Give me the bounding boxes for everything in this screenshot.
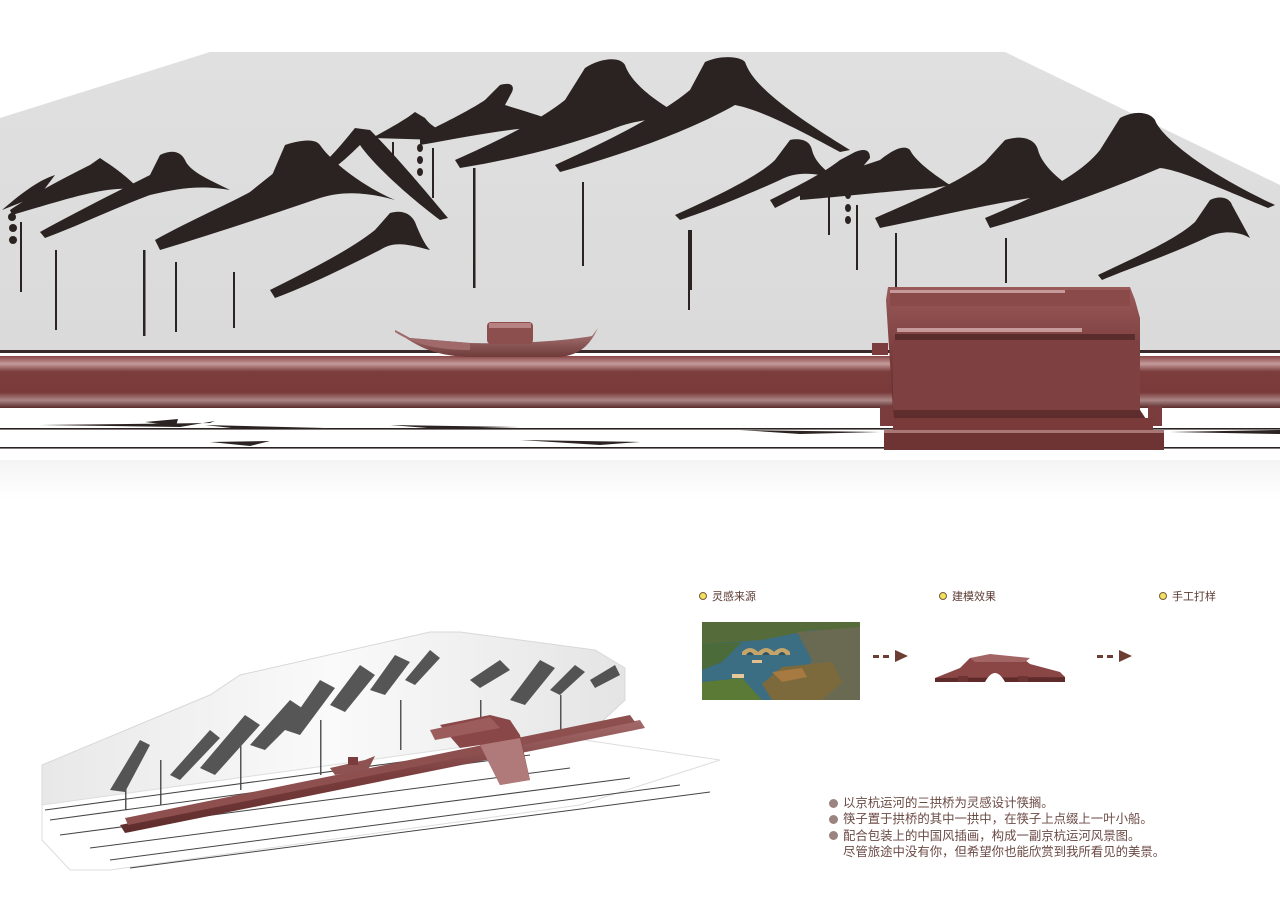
description-line: 以京杭运河的三拱桥为灵感设计筷搁。 [829, 795, 1249, 811]
step-dot-icon [699, 592, 707, 600]
step-label-text: 手工打样 [1172, 590, 1216, 603]
step-label-text: 建模效果 [952, 590, 996, 603]
description-line: 筷子置于拱桥的其中一拱中，在筷子上点缀上一叶小船。 [829, 811, 1249, 827]
arrow-dash [1107, 654, 1113, 658]
step-modeling-label: 建模效果 [939, 588, 996, 604]
packaging-render [30, 620, 730, 890]
bullet-dot-icon [829, 831, 838, 841]
step-dot-icon [939, 592, 947, 600]
description-text: 以京杭运河的三拱桥为灵感设计筷搁。 [843, 795, 1054, 810]
boat-ornament [395, 322, 598, 357]
arrow-dash [883, 654, 889, 658]
step-label-text: 灵感来源 [712, 590, 756, 603]
arrow-dash [1097, 654, 1103, 658]
packaging-scene-illustration [41, 631, 721, 871]
bridge-chopstick-rest [872, 287, 1164, 450]
step-dot-icon [1159, 592, 1167, 600]
arrow-head-icon [1119, 650, 1132, 662]
bullet-dot-icon [829, 814, 838, 824]
hero-scene-illustration [0, 52, 1280, 462]
description-text: 配合包装上的中国风插画，构成一副京杭运河风景图。 [843, 827, 1141, 843]
description-line: 配合包装上的中国风插画，构成一副京杭运河风景图。 [829, 828, 1249, 844]
canal-bridge-photo-illustration [702, 622, 860, 700]
description-line: 尽管旅途中没有你，但希望你也能欣赏到我所看见的美景。 [829, 844, 1249, 860]
bridge-model-render [930, 650, 1070, 690]
arrow-head-icon [895, 650, 908, 662]
arrow-dash [873, 654, 879, 658]
bullet-dot-icon [829, 798, 838, 808]
step-inspiration-label: 灵感来源 [699, 588, 756, 604]
inspiration-photo [702, 622, 860, 700]
step-handmade-label: 手工打样 [1159, 588, 1216, 604]
description-text: 筷子置于拱桥的其中一拱中，在筷子上点缀上一叶小船。 [843, 811, 1153, 827]
flow-arrow-1 [873, 650, 908, 662]
description-text: 尽管旅途中没有你，但希望你也能欣赏到我所看见的美景。 [843, 843, 1166, 859]
hero-floor-fade [0, 460, 1280, 500]
arch-bridge-model-illustration [935, 654, 1065, 682]
hero-product-render [0, 52, 1280, 500]
design-description: 以京杭运河的三拱桥为灵感设计筷搁。 筷子置于拱桥的其中一拱中，在筷子上点缀上一叶… [829, 795, 1249, 860]
flow-arrow-2 [1097, 650, 1132, 662]
